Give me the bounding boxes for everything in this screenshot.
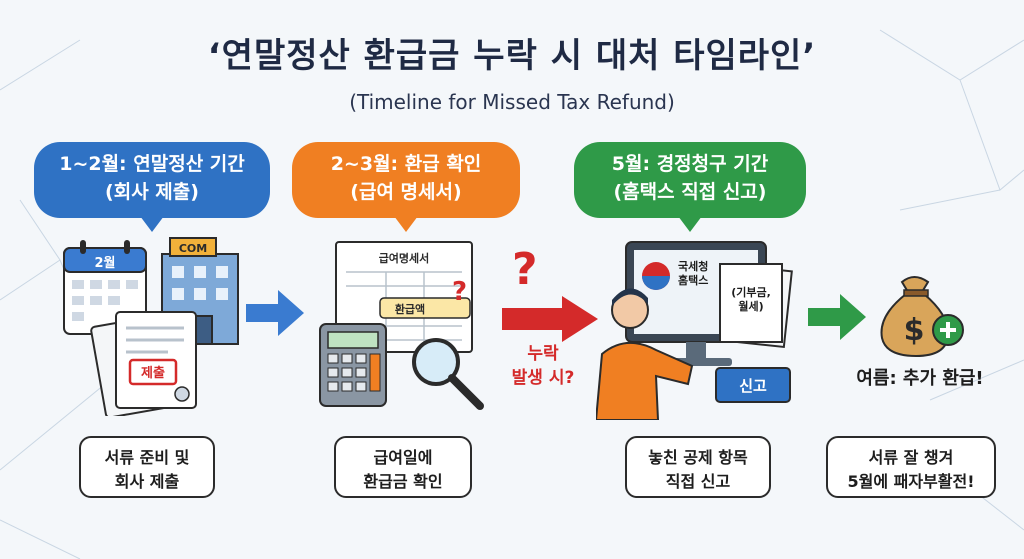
svg-text:?: ? [452, 277, 467, 307]
question-mark: ? [512, 244, 538, 295]
step1-bubble: 1~2월: 연말정산 기간 (회사 제출) [34, 142, 270, 232]
payslip-title: 급여명세서 [379, 251, 430, 265]
refund-result: 여름: 추가 환급! [856, 368, 984, 389]
step1-box: 서류 준비 및 회사 제출 [79, 436, 215, 498]
calendar-label: 2월 [94, 255, 115, 271]
step2-box: 급여일에 환급금 확인 [334, 436, 472, 498]
paper-label: (기부금,월세) [731, 285, 771, 313]
tax-papers: (기부금,월세) [719, 263, 793, 349]
arrow-right-icon [246, 290, 304, 336]
report-button-label: 신고 [739, 377, 767, 395]
step3-bubble: 5월: 경정청구 기간 (홈택스 직접 신고) [574, 142, 806, 232]
building-icon: COM [161, 237, 239, 345]
step3-box: 놓친 공제 항목 직접 신고 [625, 436, 771, 498]
person-icon [596, 288, 694, 420]
warning-text: 누락 발생 시? [511, 344, 575, 388]
calculator-icon [319, 323, 387, 407]
arrow-right-icon [502, 296, 598, 342]
svg-text:$: $ [904, 313, 925, 348]
page-subtitle: (Timeline for Missed Tax Refund) [349, 90, 675, 114]
step2-bubble: 2~3월: 환급 확인 (급여 명세서) [292, 142, 520, 232]
calendar-icon: 2월 [63, 240, 147, 335]
highlight-label: 환급액 [395, 302, 425, 316]
report-button-shape [715, 367, 791, 403]
arrow-right-icon [808, 294, 866, 340]
document-icon: 제출 [90, 311, 197, 416]
magnifier-icon [412, 338, 484, 410]
step4-box: 서류 잘 챙겨 5월에 패자부활전! [826, 436, 996, 498]
page-title: ‘연말정산 환급금 누락 시 대처 타임라인’ [207, 36, 817, 76]
money-bag-icon: $ [880, 276, 964, 358]
stamp-label: 제출 [141, 365, 165, 381]
building-label: COM [179, 242, 207, 255]
step2-illustration: 급여명세서 환급액 ? [319, 241, 484, 410]
step1-illustration: 2월 COM 제출 [63, 237, 239, 416]
